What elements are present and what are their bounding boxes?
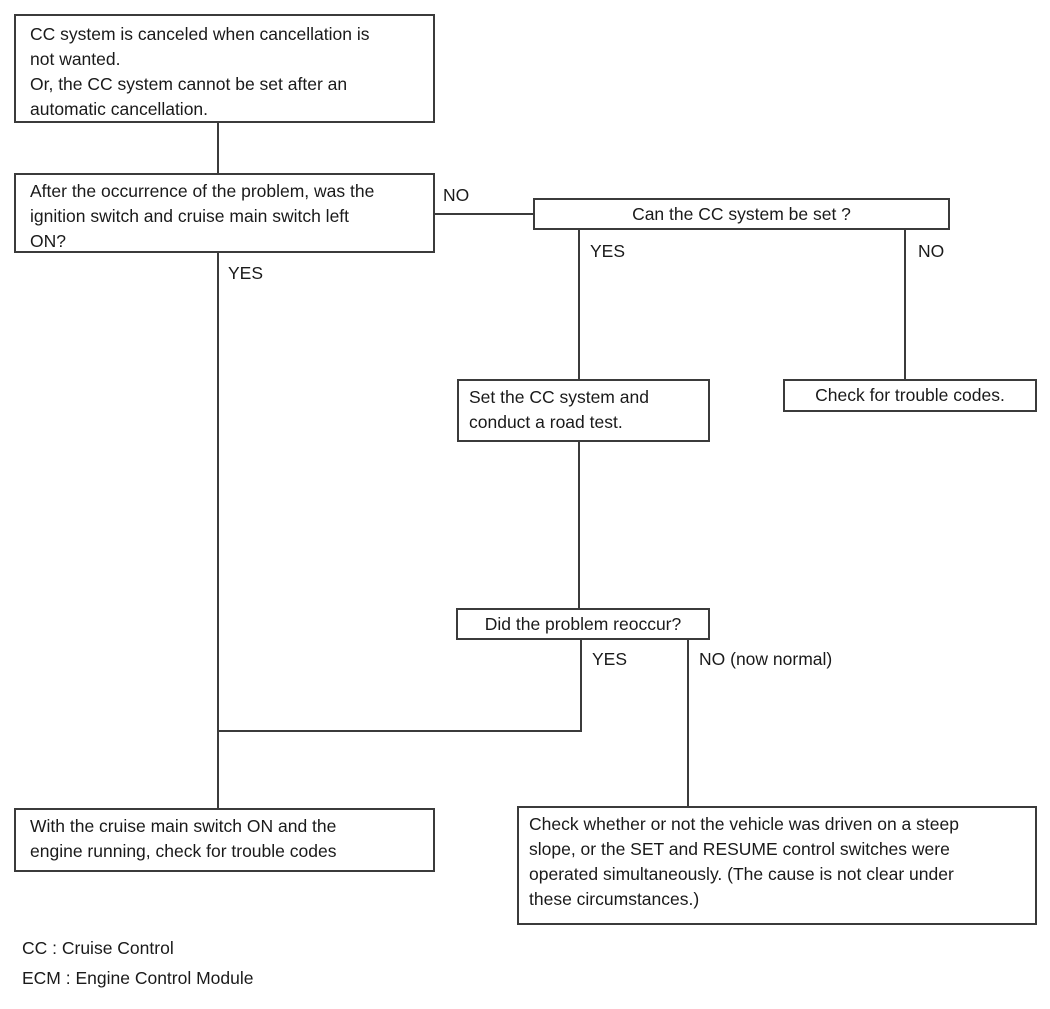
node-question-problem-reoccur: Did the problem reoccur? [456,608,710,640]
legend-ecm: ECM : Engine Control Module [22,968,254,988]
node-check-codes-engine-running: With the cruise main switch ON and the e… [14,808,435,872]
connector-ccset-yes-down [578,230,580,379]
edge-label-switches-yes: YES [228,263,264,283]
edge-label-ccset-yes: YES [590,241,626,261]
connector-roadtest-to-reoccur [578,442,580,608]
connector-switches-no-to-ccset [435,213,533,215]
edge-label-reoccur-no: NO (now normal) [699,649,833,669]
edge-label-switches-no: NO [443,185,470,205]
node-check-trouble-codes: Check for trouble codes. [783,379,1037,412]
node-question-switches-left-on: After the occurrence of the problem, was… [14,173,435,253]
connector-ccset-no-down [904,230,906,379]
legend-cc: CC : Cruise Control [22,938,174,958]
connector-reoccur-yes-join [217,730,582,732]
connector-reoccur-no-down [687,640,689,806]
connector-problem-to-switches [217,123,219,173]
node-question-cc-set: Can the CC system be set ? [533,198,950,230]
connector-reoccur-yes-down [580,640,582,732]
edge-label-reoccur-yes: YES [592,649,628,669]
connector-switches-yes-down [217,253,219,808]
edge-label-ccset-no: NO [918,241,945,261]
node-check-steep-slope: Check whether or not the vehicle was dri… [517,806,1037,925]
node-set-and-road-test: Set the CC system and conduct a road tes… [457,379,710,442]
node-problem-statement: CC system is canceled when cancellation … [14,14,435,123]
